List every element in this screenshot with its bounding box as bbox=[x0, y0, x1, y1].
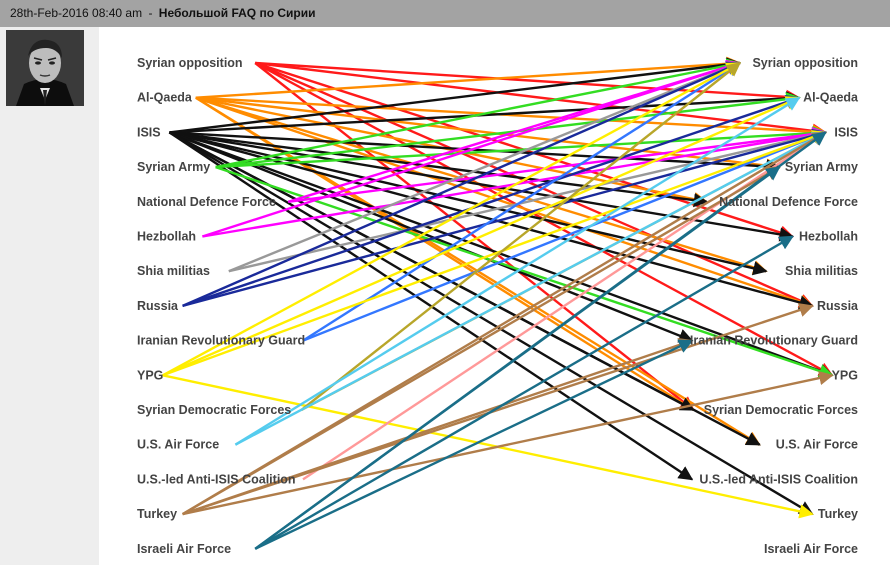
edge-isis-to-russia bbox=[169, 131, 814, 310]
edge-syrian-army-to-al-qaeda bbox=[215, 92, 801, 169]
left-column bbox=[0, 27, 99, 565]
left-label-syrian-opposition: Syrian opposition bbox=[137, 56, 243, 70]
edge-hezbollah-to-syrian-opposition bbox=[202, 60, 742, 238]
edge-russia-to-syrian-opposition bbox=[182, 61, 742, 308]
left-label-isis: ISIS bbox=[137, 125, 161, 139]
right-label-ypg: YPG bbox=[832, 368, 858, 382]
right-label-national-defence-force: National Defence Force bbox=[719, 195, 858, 209]
left-label-syrian-army: Syrian Army bbox=[137, 160, 210, 174]
edge-isis-to-u-s-led-anti-isis-coalition bbox=[168, 131, 694, 481]
left-label-russia: Russia bbox=[137, 299, 179, 313]
left-label-shia-militias: Shia militias bbox=[137, 264, 210, 278]
edge-israeli-air-force-to-hezbollah bbox=[254, 235, 794, 550]
author-avatar[interactable] bbox=[6, 30, 84, 106]
edge-u-s-air-force-to-al-qaeda bbox=[234, 96, 801, 446]
right-label-syrian-opposition: Syrian opposition bbox=[752, 56, 858, 70]
post-date: 28th-Feb-2016 08:40 am bbox=[10, 6, 143, 20]
right-label-isis: ISIS bbox=[834, 125, 858, 139]
right-label-u-s-led-anti-isis-coalition: U.S.-led Anti-ISIS Coalition bbox=[699, 472, 858, 486]
right-label-iranian-revolutionary-guard: Iranian Revolutionary Guard bbox=[690, 334, 858, 348]
edge-iranian-revolutionary-guard-to-syrian-opposition bbox=[302, 61, 742, 342]
right-label-russia: Russia bbox=[817, 299, 859, 313]
left-label-turkey: Turkey bbox=[137, 507, 177, 521]
edges-group bbox=[162, 56, 834, 550]
edge-syrian-army-to-isis bbox=[215, 125, 828, 169]
header-separator: - bbox=[148, 6, 153, 20]
edge-ypg-to-al-qaeda bbox=[162, 96, 801, 377]
edge-isis-to-al-qaeda bbox=[169, 91, 801, 134]
left-label-iranian-revolutionary-guard: Iranian Revolutionary Guard bbox=[137, 334, 305, 348]
left-label-national-defence-force: National Defence Force bbox=[137, 195, 276, 209]
edge-al-qaeda-to-russia bbox=[195, 96, 814, 309]
edge-syrian-army-to-ypg bbox=[215, 165, 834, 378]
edge-al-qaeda-to-syrian-opposition bbox=[195, 56, 742, 99]
edge-syrian-opposition-to-syrian-democratic-forces bbox=[254, 62, 695, 411]
edge-ypg-to-isis bbox=[162, 130, 827, 377]
edge-isis-to-national-defence-force bbox=[169, 131, 709, 208]
right-label-al-qaeda: Al-Qaeda bbox=[803, 91, 859, 105]
edge-syrian-opposition-to-russia bbox=[254, 61, 814, 308]
relations-diagram: Syrian opposition Syrian oppositionAl-Qae… bbox=[137, 56, 859, 556]
right-label-israeli-air-force: Israeli Air Force bbox=[764, 542, 858, 556]
edge-syrian-democratic-forces-to-syrian-opposition bbox=[300, 62, 741, 411]
post-header: 28th-Feb-2016 08:40 am - Небольшой FAQ п… bbox=[0, 0, 890, 27]
labels-group: Syrian opposition Syrian oppositionAl-Qae… bbox=[137, 56, 859, 556]
left-label-hezbollah: Hezbollah bbox=[137, 230, 196, 244]
edge-syrian-opposition-to-al-qaeda bbox=[255, 61, 801, 105]
edge-russia-to-al-qaeda bbox=[182, 95, 801, 308]
edge-ypg-to-syrian-opposition bbox=[162, 61, 742, 377]
edge-isis-to-iranian-revolutionary-guard bbox=[168, 131, 694, 343]
edge-u-s-air-force-to-isis bbox=[234, 131, 827, 446]
edge-turkey-to-ypg bbox=[182, 370, 834, 516]
left-label-u-s-led-anti-isis-coalition: U.S.-led Anti-ISIS Coalition bbox=[137, 472, 296, 486]
right-label-turkey: Turkey bbox=[818, 507, 858, 521]
right-label-u-s-air-force: U.S. Air Force bbox=[776, 438, 858, 452]
left-label-al-qaeda: Al-Qaeda bbox=[137, 91, 193, 105]
left-label-u-s-air-force: U.S. Air Force bbox=[137, 438, 219, 452]
right-label-shia-militias: Shia militias bbox=[785, 264, 858, 278]
edge-ypg-to-turkey bbox=[162, 374, 814, 519]
post-title[interactable]: Небольшой FAQ по Сирии bbox=[158, 6, 316, 20]
edge-turkey-to-iranian-revolutionary-guard bbox=[182, 337, 694, 516]
edge-al-qaeda-to-national-defence-force bbox=[195, 96, 709, 207]
edge-turkey-to-syrian-army bbox=[181, 166, 781, 516]
left-label-israeli-air-force: Israeli Air Force bbox=[137, 542, 231, 556]
edge-israeli-air-force-to-syrian-army bbox=[254, 166, 781, 550]
left-label-ypg: YPG bbox=[137, 368, 163, 382]
edge-russia-to-isis bbox=[182, 128, 827, 308]
right-label-hezbollah: Hezbollah bbox=[799, 230, 858, 244]
edge-national-defence-force-to-isis bbox=[288, 126, 828, 203]
edge-iranian-revolutionary-guard-to-isis bbox=[302, 130, 827, 342]
edge-al-qaeda-to-isis bbox=[195, 96, 828, 139]
left-label-syrian-democratic-forces: Syrian Democratic Forces bbox=[137, 403, 291, 417]
edge-israeli-air-force-to-iranian-revolutionary-guard bbox=[254, 339, 694, 550]
right-label-syrian-democratic-forces: Syrian Democratic Forces bbox=[704, 403, 858, 417]
edge-syrian-army-to-syrian-opposition bbox=[215, 58, 742, 169]
edge-isis-to-syrian-opposition bbox=[169, 57, 742, 134]
author-portrait-icon bbox=[6, 30, 84, 106]
edge-isis-to-turkey bbox=[168, 131, 814, 516]
right-label-syrian-army: Syrian Army bbox=[785, 160, 858, 174]
edge-shia-militias-to-isis bbox=[228, 128, 828, 273]
edge-shia-militias-to-syrian-opposition bbox=[228, 61, 742, 273]
